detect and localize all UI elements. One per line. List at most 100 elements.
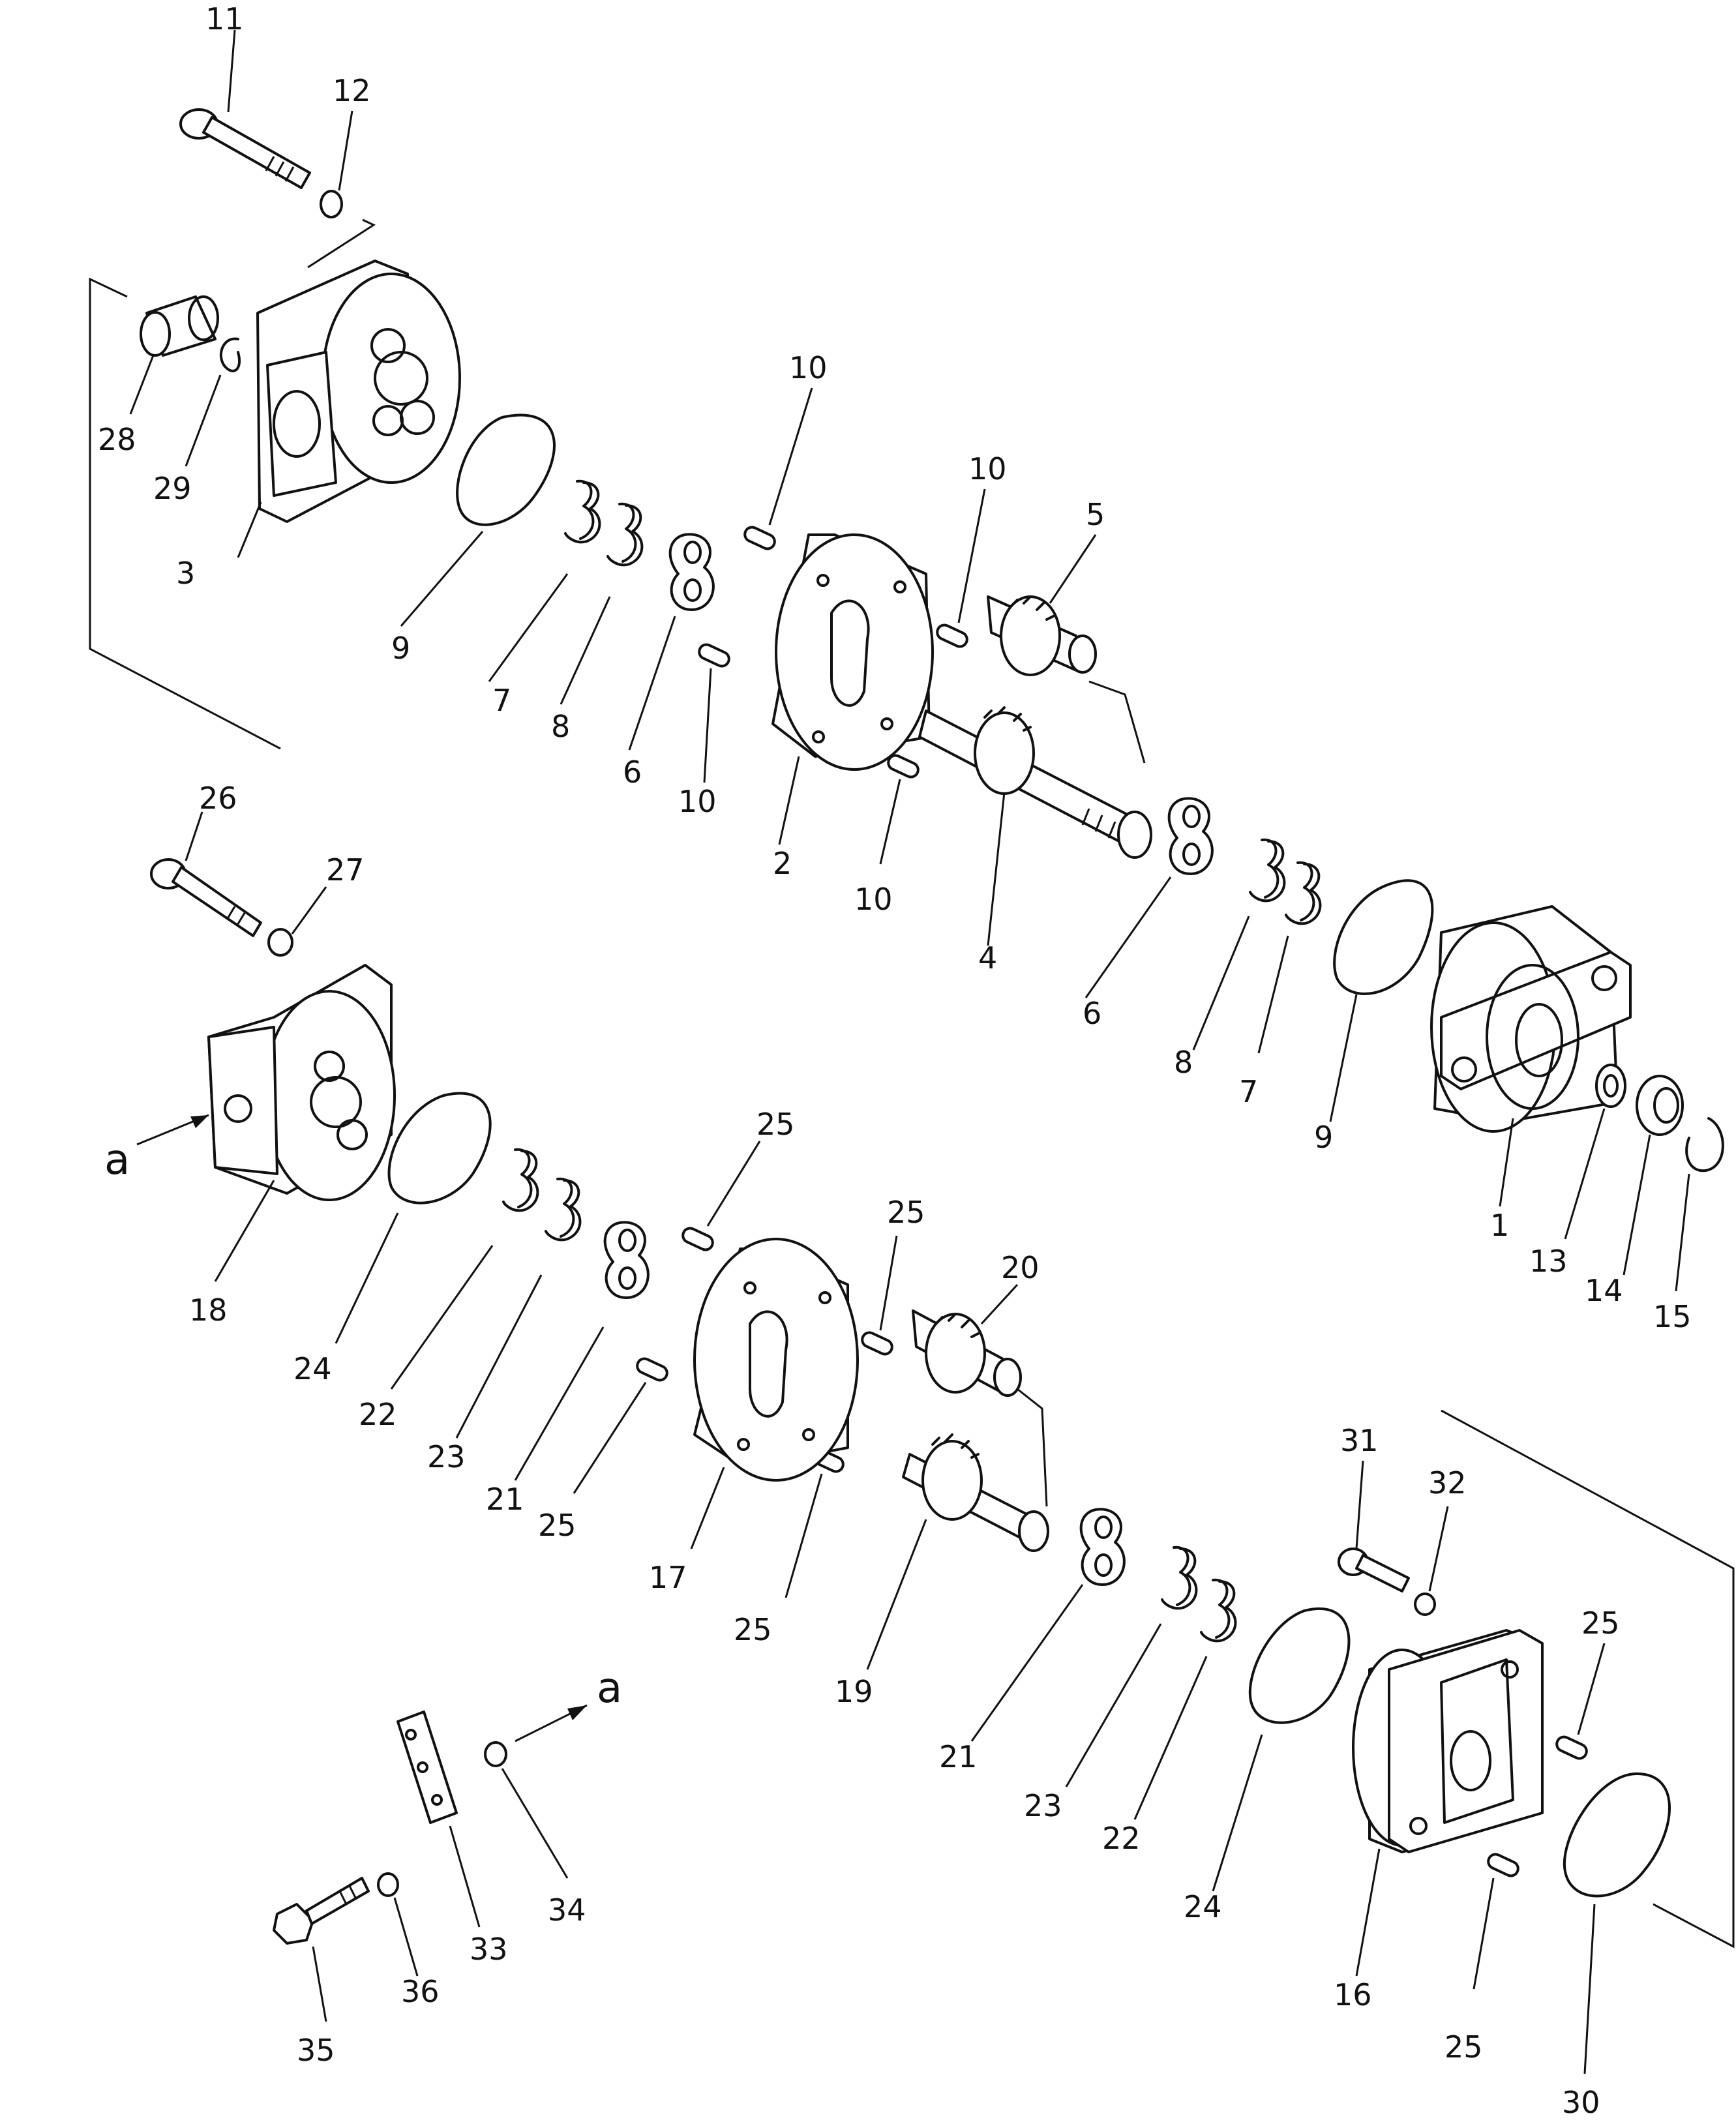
plate-21-lower: [1079, 1508, 1126, 1586]
label-10-b: 10: [968, 451, 1007, 486]
o-ring-9-upper: [400, 413, 556, 627]
gear-20: [912, 1283, 1022, 1397]
label-32: 32: [1428, 1465, 1467, 1501]
label-34: 34: [548, 1892, 586, 1928]
dowel-pin: [741, 523, 779, 553]
dowel-pin: [1484, 1850, 1522, 1880]
reference-arrow-a-bottom: [515, 1704, 588, 1742]
label-9-a: 9: [391, 631, 410, 666]
seal-22-lower: [1200, 1578, 1237, 1643]
dowel-pin: [858, 1328, 896, 1358]
label-10-a: 10: [789, 350, 828, 385]
seal-23-upper: [545, 1177, 582, 1242]
label-21-b: 21: [939, 1739, 978, 1774]
seal-7-upper: [564, 479, 601, 544]
gear-5: [987, 534, 1097, 676]
end-cover-16: [1352, 1629, 1544, 1977]
label-6-a: 6: [623, 755, 642, 790]
label-25-f: 25: [1444, 2029, 1483, 2065]
seal-8-middle: [1249, 838, 1286, 903]
shaft-19: [866, 1433, 1049, 1670]
bolt-26: [150, 811, 262, 937]
o-ring-34: [484, 1741, 569, 1879]
washer-12: [320, 110, 353, 218]
reference-mark-a-left: a: [104, 1136, 130, 1184]
label-14: 14: [1585, 1273, 1623, 1308]
label-4: 4: [978, 940, 997, 976]
label-18: 18: [189, 1293, 228, 1328]
dowel-pin: [695, 640, 733, 670]
part-number-labels: 11 12 28 29 3 10 10 5 9 7 8 6 10 2 10 4 …: [98, 1, 1692, 2120]
label-24-a: 24: [293, 1351, 332, 1386]
label-8-a: 8: [551, 709, 570, 744]
pin-10-leaders: [703, 387, 986, 865]
gear-body-2: [771, 533, 934, 845]
label-19: 19: [835, 1674, 873, 1709]
label-20: 20: [1001, 1250, 1040, 1285]
label-24-b: 24: [1184, 1889, 1222, 1924]
label-9-b: 9: [1314, 1120, 1333, 1155]
shaft-4: [918, 706, 1152, 946]
label-10-c: 10: [678, 784, 717, 819]
bolt-35: [273, 1877, 370, 2022]
label-26: 26: [199, 781, 237, 816]
o-ring-30: [1563, 1772, 1671, 2074]
label-30: 30: [1562, 2085, 1600, 2120]
washer-13: [1564, 1064, 1626, 1240]
plate-6-middle: [1167, 797, 1214, 875]
label-16: 16: [1334, 1977, 1372, 2012]
label-1: 1: [1490, 1208, 1509, 1243]
label-6-b: 6: [1083, 996, 1101, 1031]
o-ring-24-upper: [335, 1092, 492, 1344]
label-17: 17: [649, 1560, 687, 1595]
label-36: 36: [401, 1974, 440, 2009]
seal-7-middle: [1285, 861, 1322, 925]
plate-6-upper: [668, 533, 715, 611]
label-23-b: 23: [1024, 1788, 1062, 1823]
label-22-b: 22: [1102, 1821, 1141, 1856]
housing-18: [207, 964, 396, 1282]
label-25-d: 25: [734, 1612, 772, 1647]
label-22-a: 22: [359, 1397, 397, 1432]
label-8-b: 8: [1174, 1045, 1193, 1080]
label-25-e: 25: [1581, 1606, 1620, 1641]
label-28: 28: [98, 422, 136, 457]
label-27: 27: [326, 852, 365, 888]
dowel-pin: [633, 1354, 671, 1384]
label-10-d: 10: [854, 882, 893, 917]
washer-27: [267, 886, 327, 957]
reference-mark-a-bottom: a: [597, 1664, 622, 1712]
label-21-a: 21: [486, 1482, 524, 1517]
bushing-28: [129, 295, 219, 415]
label-3: 3: [176, 556, 195, 591]
label-5: 5: [1086, 497, 1105, 532]
label-7-b: 7: [1239, 1074, 1258, 1109]
gear-body-17: [690, 1238, 859, 1549]
o-ring-9-middle: [1329, 879, 1434, 1122]
label-23-a: 23: [427, 1439, 466, 1474]
housing-3: [237, 260, 461, 558]
label-33: 33: [470, 1932, 508, 1967]
bolt-11: [179, 29, 311, 189]
bolt-31: [1338, 1460, 1410, 1592]
snap-ring-29: [185, 337, 241, 467]
seal-23-lower: [1161, 1546, 1198, 1610]
o-ring-24-lower: [1212, 1607, 1351, 1892]
label-25-b: 25: [887, 1195, 925, 1230]
dowel-pin: [1553, 1733, 1591, 1763]
front-cover-1: [1430, 905, 1632, 1207]
seal-22-upper: [502, 1148, 539, 1212]
label-31: 31: [1340, 1423, 1379, 1458]
label-11: 11: [205, 1, 244, 37]
plate-21-upper: [603, 1221, 650, 1299]
snap-ring-15: [1675, 1117, 1724, 1292]
washer-32: [1414, 1506, 1449, 1616]
plate-33: [397, 1711, 481, 1928]
label-35: 35: [297, 2033, 335, 2068]
reference-arrow-a-left: [136, 1114, 209, 1146]
dowel-pin: [679, 1224, 717, 1254]
pin-25-leaders: [573, 1141, 1606, 1990]
label-29: 29: [153, 471, 192, 506]
label-2: 2: [773, 846, 792, 881]
